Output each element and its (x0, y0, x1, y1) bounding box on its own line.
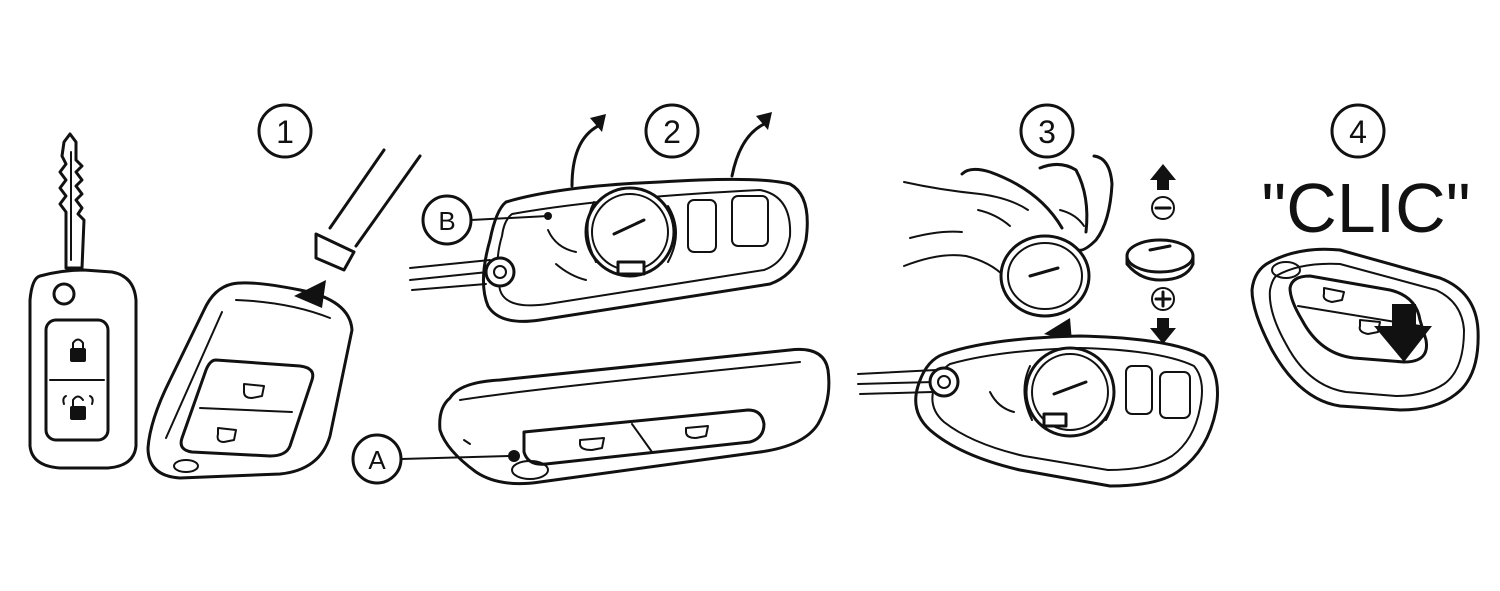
callout-a-label: A (368, 445, 386, 475)
step-4: 4 "CLIC" (1250, 103, 1480, 412)
press-arrow-icon (1374, 304, 1432, 362)
screwdriver-icon (314, 148, 422, 272)
positive-sign-circle (1151, 287, 1175, 311)
coin-battery-icon (999, 234, 1091, 318)
coin-battery-installed (584, 186, 677, 278)
unlock-button-icon (62, 395, 94, 420)
step-1-circle (257, 103, 313, 159)
lift-arrow-left (570, 124, 600, 188)
coin-battery-spare (1125, 238, 1195, 282)
coin-battery-holder (1023, 346, 1116, 438)
step-2: 2 (351, 103, 831, 486)
arrow-up-icon (1150, 164, 1176, 190)
lift-arrow-right (730, 122, 766, 178)
step-1: 1 (146, 103, 422, 480)
lock-button-icon (70, 338, 86, 362)
step-4-number: 4 (1349, 114, 1367, 150)
arrow-down-icon (1150, 318, 1176, 344)
hand-icon (903, 154, 1114, 277)
step-3-number: 3 (1038, 114, 1056, 150)
negative-sign-circle (1151, 196, 1175, 220)
key-fob-open (28, 132, 138, 470)
step-2-number: 2 (663, 114, 681, 150)
step-2-circle (644, 103, 700, 159)
insert-arrow-icon (294, 280, 326, 308)
step-3-circle (1019, 103, 1075, 159)
step-1-number: 1 (276, 114, 294, 150)
clic-sound-text: "CLIC" (1261, 169, 1470, 247)
step-4-circle (1330, 103, 1386, 159)
callout-b-label: B (438, 206, 455, 236)
step-3: 3 (857, 103, 1219, 488)
